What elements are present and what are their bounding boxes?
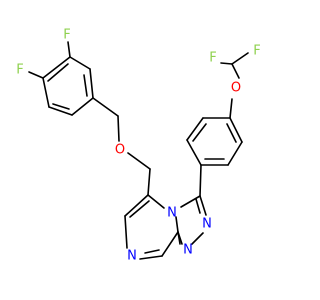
bond bbox=[42, 77, 50, 108]
bond bbox=[175, 216, 179, 233]
atom-oxygen: O bbox=[115, 143, 125, 158]
aromatic-inner-bond bbox=[129, 200, 150, 218]
bond bbox=[231, 52, 249, 65]
bond bbox=[220, 62, 233, 65]
methoxyphenyl-ring bbox=[186, 52, 249, 197]
difluorophenyl-ring bbox=[28, 41, 94, 116]
bond bbox=[199, 195, 207, 216]
atom-nitrogen: N bbox=[127, 249, 137, 264]
atom-nitrogen: N bbox=[202, 217, 212, 232]
structure-diagram: F F O O F F N N N N bbox=[0, 0, 300, 300]
bond bbox=[124, 194, 149, 217]
bond bbox=[186, 139, 202, 166]
double-bond-inner bbox=[177, 231, 181, 245]
bond bbox=[42, 56, 71, 79]
bond bbox=[124, 215, 128, 249]
atom-fluorine: F bbox=[253, 44, 260, 59]
atom-nitrogen: N bbox=[183, 243, 193, 258]
aromatic-inner-bond bbox=[83, 74, 88, 97]
atom-fluorine: F bbox=[209, 51, 216, 66]
atom-fluorine: F bbox=[63, 28, 70, 43]
bond bbox=[92, 97, 119, 117]
bond bbox=[229, 117, 243, 143]
aromatic-inner-bond bbox=[52, 103, 70, 110]
aromatic-inner-bond bbox=[192, 123, 207, 142]
triazole-ring bbox=[177, 195, 207, 245]
atom-oxygen: O bbox=[231, 81, 241, 96]
ether-linker bbox=[92, 97, 151, 196]
bond bbox=[229, 98, 233, 119]
aromatic-inner-bond bbox=[47, 63, 69, 82]
bond bbox=[89, 68, 94, 99]
aromatic-inner-bond bbox=[144, 249, 160, 254]
c-f-bond bbox=[67, 41, 71, 58]
molecule-canvas: F F O O F F N N N N bbox=[0, 0, 300, 300]
bond bbox=[147, 194, 165, 209]
background bbox=[0, 0, 300, 300]
bond bbox=[180, 195, 201, 208]
bond bbox=[139, 255, 163, 260]
atom-fluorine: F bbox=[16, 63, 23, 78]
bond bbox=[231, 63, 240, 79]
c-f-bond bbox=[28, 71, 44, 79]
bond bbox=[48, 106, 73, 116]
atom-nitrogen: N bbox=[167, 206, 177, 221]
bond bbox=[199, 164, 202, 197]
bond bbox=[147, 168, 151, 196]
bond bbox=[69, 56, 91, 70]
bond bbox=[227, 141, 243, 166]
bond bbox=[127, 152, 151, 170]
bond bbox=[117, 115, 120, 142]
double-bond-inner bbox=[195, 198, 201, 214]
bond bbox=[161, 231, 179, 257]
bond bbox=[186, 117, 204, 141]
bond bbox=[191, 232, 204, 245]
aromatic-inner-bond bbox=[226, 123, 237, 143]
bond bbox=[71, 97, 94, 116]
pyrazine-ring bbox=[124, 194, 179, 260]
